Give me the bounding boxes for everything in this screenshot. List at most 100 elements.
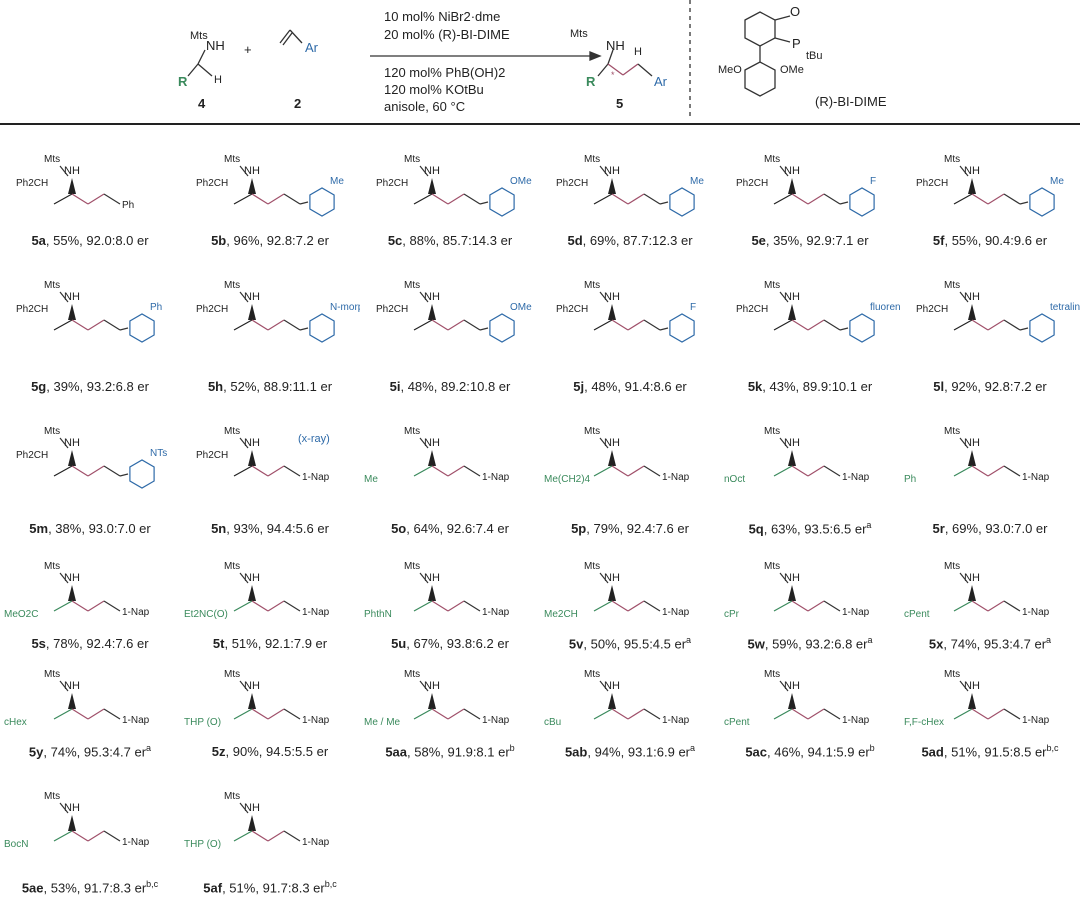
stereo-wedge (608, 178, 616, 194)
new-bond (627, 193, 645, 205)
chain-bond (823, 319, 841, 331)
right-group-label: Ph (122, 200, 134, 211)
left-group-label: Ph2CH (376, 178, 408, 189)
mts-label: Mts (764, 561, 780, 572)
stereo-wedge (248, 815, 256, 831)
left-bond (773, 708, 793, 720)
new-bond (251, 193, 269, 205)
conditions-bottom: 120 mol% PhB(OH)2 120 mol% KOtBu anisole… (384, 64, 505, 115)
right-group-label: 1-Nap (482, 715, 510, 726)
yield: 46% (774, 744, 801, 759)
left-bond (593, 708, 613, 720)
left-group-label: Ph2CH (736, 304, 768, 315)
new-bond (807, 708, 825, 720)
compound-caption: 5ac, 46%, 94.1:5.9 erb (745, 742, 875, 759)
new-bond (267, 319, 285, 331)
mts-bond (59, 572, 69, 584)
chain-bond (823, 465, 841, 477)
new-bond (791, 465, 809, 477)
left-group-label: BocN (4, 839, 28, 850)
yield: 90% (232, 744, 259, 759)
right-group-label: 1-Nap (302, 715, 330, 726)
yield: 74% (50, 744, 77, 759)
compound-caption: 5l, 92%, 92.8:7.2 er (933, 379, 1047, 394)
yield: 69% (952, 521, 979, 536)
aryl-ring (1029, 313, 1055, 343)
stereo-wedge (68, 815, 76, 831)
ligand-meo-label: MeO (718, 64, 742, 76)
compound-id: 5p (571, 521, 587, 536)
yield: 69% (589, 233, 616, 248)
chain-bond (463, 600, 481, 612)
nh-label: NH (244, 802, 260, 814)
new-bond (611, 708, 629, 720)
new-bond (611, 600, 629, 612)
mts-label: Mts (224, 561, 240, 572)
compound-id: 5n (211, 521, 227, 536)
nh-label: NH (964, 291, 980, 303)
aryl-ring (669, 313, 695, 343)
new-bond (87, 600, 105, 612)
new-bond (447, 193, 465, 205)
chain-bond (103, 319, 121, 331)
compound-caption: 5g, 39%, 93.2:6.8 er (31, 379, 149, 394)
stereo-wedge (248, 585, 256, 601)
stereo-wedge (248, 450, 256, 466)
nh-label: NH (604, 291, 620, 303)
left-bond (233, 600, 253, 612)
yield: 96% (233, 233, 260, 248)
mts-label: Mts (404, 280, 420, 291)
chain-bond (463, 708, 481, 720)
nh-label: NH (424, 165, 440, 177)
mts-label: Mts (764, 426, 780, 437)
stereo-wedge (608, 304, 616, 320)
conditions-top: 10 mol% NiBr2·dme 20 mol% (R)-BI-DIME (384, 8, 510, 44)
right-group-label: 1-Nap (1022, 472, 1050, 483)
compound-5l: MtsNHtetralinylPh2CH5l, 92%, 92.8:7.2 er (900, 252, 1080, 398)
new-bond (447, 465, 465, 477)
mts-label: Mts (944, 154, 960, 165)
chain-bond (1019, 327, 1029, 331)
mts-bond (599, 437, 609, 449)
right-group-label: 1-Nap (482, 472, 510, 483)
mts-label: Mts (764, 669, 780, 680)
mts-bond (959, 437, 969, 449)
aryl-ring (129, 459, 155, 489)
stereo-wedge (788, 304, 796, 320)
new-bond (71, 193, 89, 205)
yield: 94% (594, 744, 621, 759)
enantiomeric-ratio: 93.0:7.0 er (985, 521, 1048, 536)
chain-bond (479, 327, 489, 331)
aryl-substituent-label: OMe (510, 176, 532, 187)
chain-bond (103, 465, 121, 477)
yield: 78% (53, 636, 80, 651)
compound-caption: 5q, 63%, 93.5:6.5 era (748, 519, 872, 536)
chain-bond (283, 193, 301, 205)
stereo-wedge (968, 585, 976, 601)
footnote-marker: a (146, 742, 152, 753)
new-bond (267, 465, 285, 477)
stereo-wedge (968, 450, 976, 466)
compound-id: 5af (203, 880, 223, 895)
mts-bond (959, 572, 969, 584)
stereo-wedge (68, 450, 76, 466)
mts-label: Mts (404, 154, 420, 165)
new-bond (971, 193, 989, 205)
yield: 64% (413, 521, 440, 536)
yield: 74% (950, 636, 977, 651)
enantiomeric-ratio: 95.3:4.7 er (983, 636, 1047, 651)
stereo-wedge (248, 304, 256, 320)
yield: 51% (951, 744, 978, 759)
aryl-ring (489, 313, 515, 343)
stereo-wedge (68, 585, 76, 601)
compound-id: 5j (573, 379, 585, 394)
